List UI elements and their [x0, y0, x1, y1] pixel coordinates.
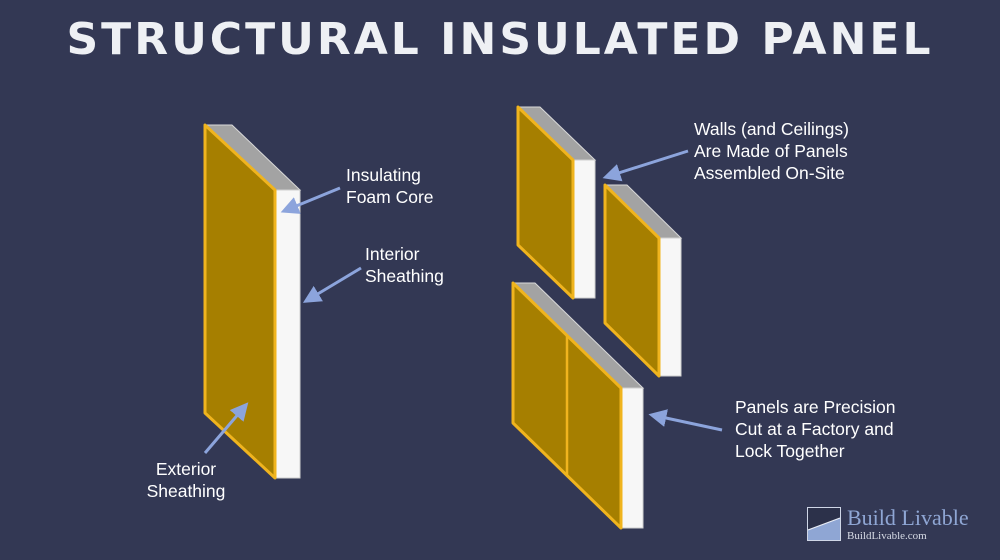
logo-name: Build Livable [847, 505, 969, 530]
arrow-foam-core [280, 186, 341, 214]
diagram-title: STRUCTURAL INSULATED PANEL [66, 14, 934, 65]
logo-url: BuildLivable.com [847, 530, 927, 542]
label-walls: Walls (and Ceilings) Are Made of Panels … [694, 119, 849, 183]
large-panel [203, 123, 302, 480]
large-panel-exterior-face [203, 123, 277, 480]
arrow-exterior-sheathing [203, 402, 249, 454]
large-panel-foam-core [274, 189, 301, 479]
arrow-precision [648, 409, 723, 432]
build-livable-logo: Build Livable BuildLivable.com [807, 505, 997, 548]
assembled-panels [511, 281, 645, 530]
arrow-interior-sheathing [302, 266, 362, 303]
wall-panel-2 [603, 183, 683, 378]
label-interior-sheathing: Interior Sheathing [365, 244, 444, 286]
logo-mark-icon [807, 507, 841, 541]
label-precision: Panels are Precision Cut at a Factory an… [735, 397, 896, 461]
arrow-walls [602, 149, 689, 182]
label-foam-core: Insulating Foam Core [346, 165, 434, 207]
label-exterior-sheathing: Exterior Sheathing [146, 459, 226, 501]
wall-panel-1 [516, 105, 597, 300]
